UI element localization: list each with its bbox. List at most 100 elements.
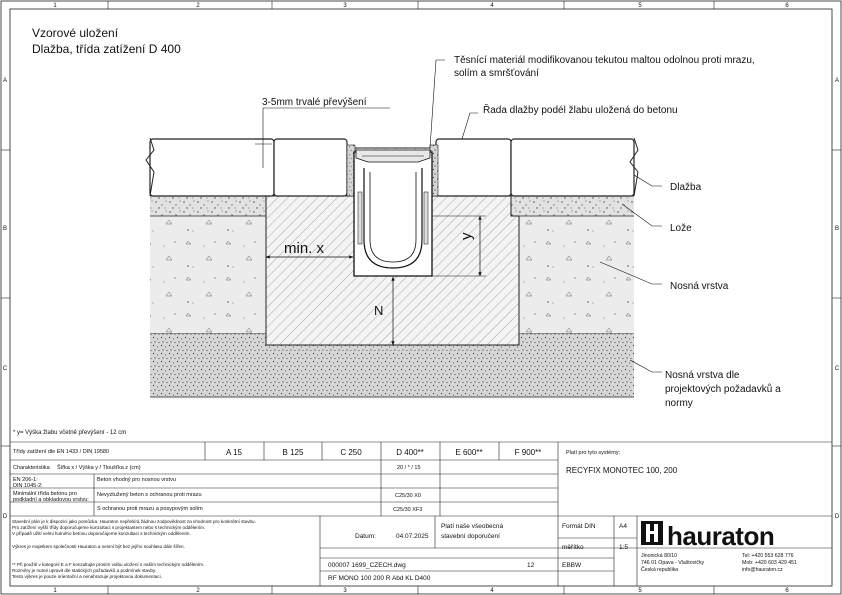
row-letter-a-right: A [835,78,839,84]
break-line-left [145,137,155,197]
col-num-5-bottom: 5 [638,588,642,594]
bedding-layer-left [150,196,266,216]
drawn-by: EBBW [562,562,582,569]
drawing-title-line2: Dlažba, třída zatížení D 400 [32,42,181,56]
load-class-e600: E 600** [455,448,482,457]
dims-value: 20 / * / 15 [397,465,421,471]
row-letter-c-left: C [3,366,8,372]
callout-subbase-line1: Nosná vrstva dle [665,370,740,381]
note-6: Rozměry je nutné upravit dle statických … [12,567,156,573]
load-class-label: Třídy zatížení dle EN 1433 / DIN 19580 [13,449,109,455]
callout-subbase-line3: normy [665,398,693,409]
dims-text: Šířka x / Výška y / Tloušťka z (cm) [57,464,141,471]
col-num-4-top: 4 [490,3,494,9]
row-letter-b-right: B [835,226,839,232]
row-letter-b-left: B [3,226,7,232]
break-line-right [629,137,639,197]
col-num-2-top: 2 [196,3,200,9]
paver-left-inner [273,138,348,197]
company-tel: Tel: +420 553 628 776 [742,553,794,559]
row4-value: C25/30 X0 [395,493,421,499]
drawing-title-line1: Vzorové uložení [32,26,119,40]
row-letter-d-left: D [3,514,8,520]
paver-left-outer [149,138,275,197]
col-num-1-bottom: 1 [53,588,57,594]
note-7: Tento výkres je pouze orientační a nenah… [12,574,162,579]
col-num-3-bottom: 3 [343,588,347,594]
load-class-c250: C 250 [340,448,362,457]
drawing-code: RF MONO 100 200 R Abd KL D400 [328,575,431,582]
col-num-6-top: 6 [785,3,789,9]
paver-right-outer [510,138,635,197]
col-num-5-top: 5 [638,3,642,9]
systems-value: RECYFIX MONOTEC 100, 200 [566,466,678,475]
col-num-3-top: 3 [343,3,347,9]
drainage-channel-inner [363,168,423,269]
callout-sealant-line2: solím a smršťování [454,68,539,79]
systems-label: Platí pro tyto systémy: [566,450,621,456]
callout-bedding: Lože [670,223,692,234]
callout-base-layer: Nosná vrstva [670,281,729,292]
cross-section [145,107,639,398]
callout-subbase-line2: projektových požadavků a [665,383,781,395]
note-2: Pro zatížení vyšší třídy doporučujeme ko… [12,525,205,530]
row4-left2: podkladní a obkladovou vrstvu: [13,497,89,503]
col-num-1-top: 1 [53,3,57,9]
row4-mid: Nevyztužený beton s ochranou proti mrazu [97,492,202,498]
row-letter-d-right: D [835,514,840,520]
company-address-2: 746 01 Opava - Vlaštovičky [641,560,705,566]
scale-value: 1:5 [619,544,628,551]
load-class-b125: B 125 [283,448,304,457]
dim-n-label: N [374,303,383,318]
dim-y-label: y [458,232,475,240]
row5-value: C25/30 XF3 [393,507,422,513]
company-address-3: Česká republika [641,566,678,573]
col-num-4-bottom: 4 [490,588,494,594]
company-mobile: Mob: +420 603 429 451 [742,560,797,566]
callout-paving: Dlažba [670,182,702,193]
format-value: A4 [619,523,627,530]
load-class-a15: A 15 [226,448,243,457]
company-email: info@hauraton.cz [742,567,783,573]
load-class-f900: F 900** [515,448,542,457]
date-label: Datum: [355,533,376,540]
disclaimer-line2: stavební doporučení [441,533,500,540]
row3-mid: Beton vhodný pro nosnou vrstvu [97,477,176,483]
dims-label: Charakteristika [13,465,51,471]
callout-leaders [429,59,662,373]
drainage-channel-body [353,151,433,277]
hauraton-logo: hauraton [641,521,775,551]
load-class-d400: D 400** [396,448,424,457]
title-block-grid [10,441,832,586]
file-name: 000007 1699_CZECH.dwg [328,562,406,569]
revision: 12 [527,562,535,569]
callout-row-of-pavers: Řada dlažby podél žlabu uložená do beton… [483,103,678,116]
col-num-6-bottom: 6 [785,588,789,594]
scale-label: měřítko [562,544,584,551]
logo-wordmark: hauraton [667,521,774,551]
note-1: Stavební plán je k dispozici jako pomůck… [12,518,256,524]
note-4: Výkres je majetkem společnosti Hauraton … [12,544,185,549]
col-num-2-bottom: 2 [196,588,200,594]
note-5: ** Při použití v kategorii E a F konzult… [12,562,204,567]
paver-right-inner [435,138,512,197]
format-label: Formát DIN [562,523,596,530]
dim-min-x-label: min. x [284,240,325,257]
callout-overheight: 3-5mm trvalé převýšení [262,97,367,108]
row3-left1: EN 206-1: [13,477,38,483]
company-address-1: Jinonická 80/10 [641,553,677,559]
date-value: 04.07.2025 [396,533,429,540]
disclaimer-line1: Platí naše všeobecná [441,523,504,530]
sheet-border-inner [9,8,833,587]
footnote: * y= Výška žlabu včetně převýšení - 12 c… [13,430,126,436]
bedding-layer-right [511,196,634,216]
callout-sealant-line1: Těsnící materiál modifikovanou tekutou m… [454,55,755,66]
note-3: V případě užití velmi hutného betonu dop… [12,531,191,536]
row5-mid: S ochranou proti mrazu a posypovým solím [97,506,203,512]
row-letter-c-right: C [835,366,840,372]
row4-left1: Minimální třída betonu pro [13,491,77,497]
row-letter-a-left: A [3,78,7,84]
